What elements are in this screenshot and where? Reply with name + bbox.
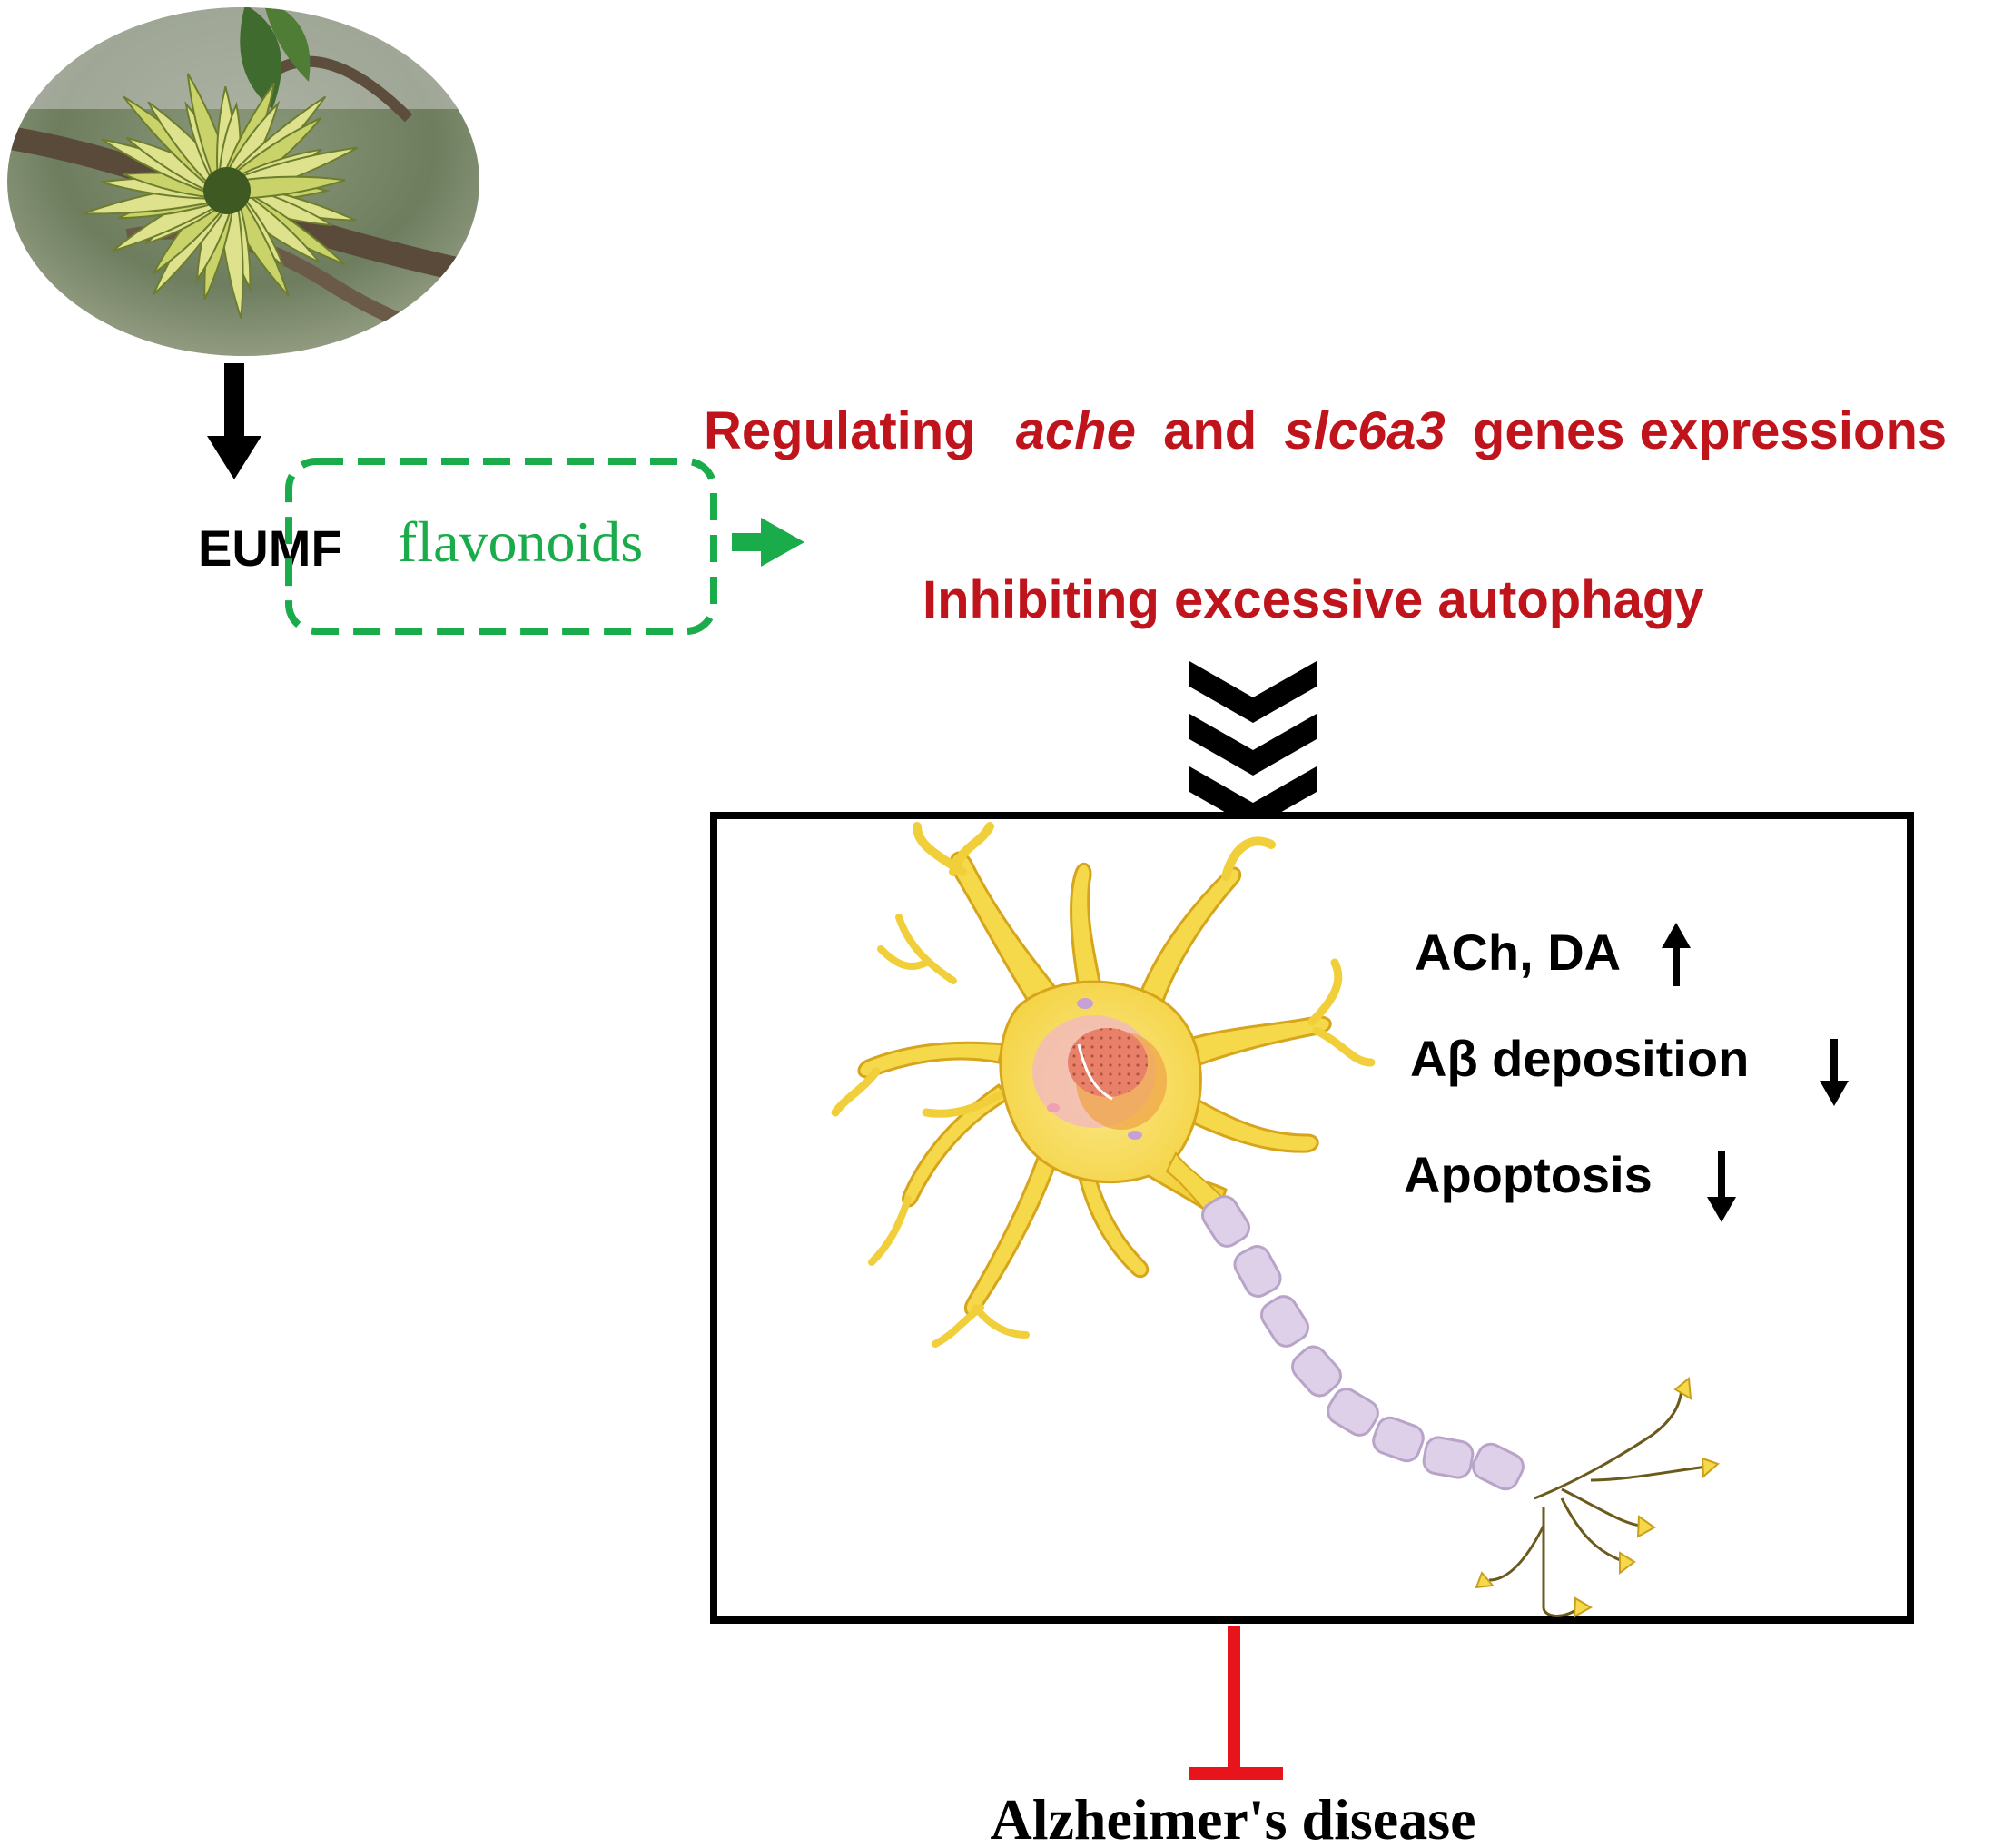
gene-slc6a3: slc6a3 <box>1284 401 1445 460</box>
neuron-panel <box>710 812 1914 1624</box>
mechanism-line-2: Inhibiting excessive autophagy <box>923 570 1704 629</box>
mechanism-line-1: Regulating ache and slc6a3 genes express… <box>704 401 1947 460</box>
flavonoids-dashed-box <box>285 458 717 635</box>
effect-apoptosis: Apoptosis <box>1404 1146 1653 1203</box>
effect-ach-da: ACh, DA <box>1415 924 1621 981</box>
mechanism-prefix: Regulating <box>704 401 976 460</box>
down-arrow-icon <box>1820 1039 1849 1106</box>
effects-list: ACh, DA Aβ deposition Apoptosis <box>1404 923 1849 1222</box>
up-arrow-icon <box>1662 923 1691 986</box>
chevron-down-icon <box>1189 661 1317 828</box>
outcome-label: Alzheimer's disease <box>991 1787 1476 1848</box>
green-arrow-icon <box>732 518 804 567</box>
mechanism-conjunction: and <box>1163 401 1257 460</box>
down-arrow-icon <box>1707 1151 1736 1222</box>
down-arrow-icon <box>207 363 261 479</box>
source-label: EUMF <box>198 519 342 577</box>
gene-ache: ache <box>1016 401 1136 460</box>
plant-photo <box>7 7 479 356</box>
compound-label: flavonoids <box>398 509 643 574</box>
effect-abeta-deposition: Aβ deposition <box>1410 1030 1749 1087</box>
neuron-illustration <box>831 822 1720 1618</box>
mechanism-suffix: genes expressions <box>1473 401 1947 460</box>
inhibition-icon <box>1189 1626 1283 1780</box>
